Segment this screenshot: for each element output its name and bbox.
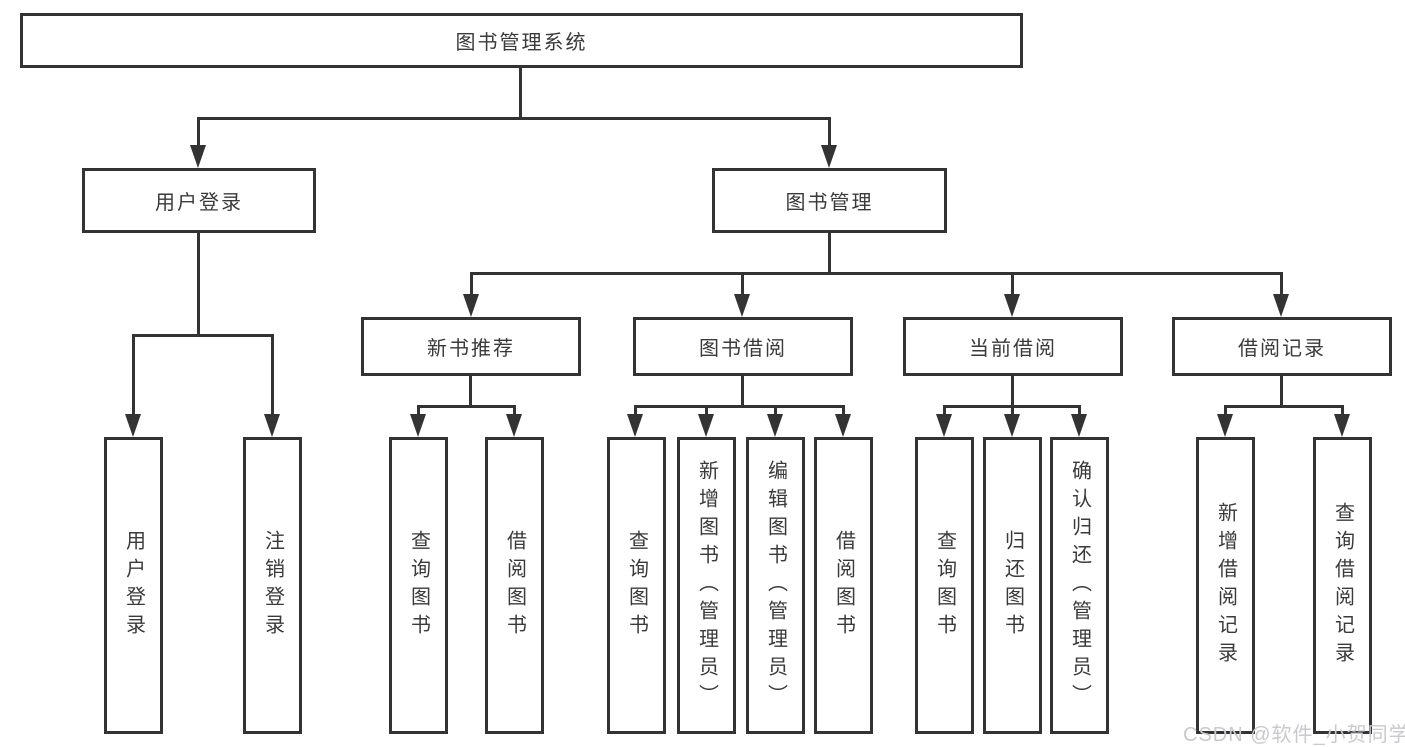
- arrowhead-icon: [734, 294, 750, 317]
- arrowhead-icon: [627, 414, 643, 437]
- connector-line: [470, 272, 1283, 275]
- node-leaf-confirm-return-admin: 确认归还（管理员）: [1050, 437, 1109, 734]
- arrowhead-icon: [821, 145, 837, 168]
- connector-line: [271, 334, 274, 416]
- node-label: 编辑图书（管理员）: [764, 459, 787, 712]
- node-label: 用户登录: [122, 529, 145, 642]
- arrowhead-icon: [767, 414, 783, 437]
- node-leaf-user-login: 用户登录: [104, 437, 163, 734]
- connector-line: [470, 272, 473, 296]
- connector-line: [634, 405, 845, 408]
- node-leaf-add-borrow-record: 新增借阅记录: [1196, 437, 1255, 734]
- connector-line: [1280, 376, 1283, 408]
- node-label: 新增图书（管理员）: [695, 459, 718, 712]
- node-label: 用户登录: [155, 192, 243, 214]
- arrowhead-icon: [506, 414, 522, 437]
- connector-line: [1341, 405, 1344, 417]
- connector-line: [1224, 405, 1344, 408]
- node-book-borrow: 图书借阅: [633, 317, 853, 376]
- arrowhead-icon: [410, 414, 426, 437]
- connector-line: [1011, 405, 1014, 417]
- connector-line: [417, 405, 420, 417]
- connector-line: [197, 233, 200, 337]
- node-label: 图书管理: [785, 192, 874, 214]
- node-label: 查询图书: [407, 529, 430, 642]
- arrowhead-icon: [463, 294, 479, 317]
- node-user-login: 用户登录: [82, 168, 316, 233]
- connector-line: [741, 376, 744, 408]
- connector-line: [519, 67, 522, 117]
- connector-line: [774, 405, 777, 417]
- connector-line: [943, 405, 946, 417]
- node-leaf-borrow-books: 借阅图书: [814, 437, 873, 734]
- connector-line: [1078, 405, 1081, 417]
- node-leaf-query-books: 查询图书: [915, 437, 974, 734]
- connector-line: [1280, 272, 1283, 296]
- node-label: 图书管理系统: [455, 32, 588, 54]
- connector-line: [469, 376, 472, 408]
- connector-line: [1011, 272, 1014, 296]
- connector-line: [828, 117, 831, 147]
- connector-line: [132, 334, 135, 416]
- node-new-book-recommend: 新书推荐: [361, 317, 581, 376]
- connector-line: [513, 405, 516, 417]
- node-label: 新增借阅记录: [1214, 501, 1237, 670]
- node-label: 确认归还（管理员）: [1068, 459, 1091, 712]
- arrowhead-icon: [1004, 294, 1020, 317]
- node-label: 归还图书: [1001, 529, 1024, 642]
- arrowhead-icon: [1334, 414, 1350, 437]
- node-leaf-edit-books-admin: 编辑图书（管理员）: [746, 437, 805, 734]
- node-label: 借阅记录: [1238, 338, 1326, 360]
- node-leaf-query-books: 查询图书: [389, 437, 448, 734]
- connector-line: [741, 272, 744, 296]
- node-label: 借阅图书: [832, 529, 855, 642]
- node-label: 借阅图书: [503, 529, 526, 642]
- node-leaf-borrow-books: 借阅图书: [485, 437, 544, 734]
- node-label: 查询借阅记录: [1331, 501, 1354, 670]
- arrowhead-icon: [1071, 414, 1087, 437]
- connector-line: [197, 117, 200, 147]
- node-borrow-records: 借阅记录: [1172, 317, 1392, 376]
- node-library-management-system: 图书管理系统: [20, 13, 1023, 68]
- node-label: 当前借阅: [969, 338, 1057, 360]
- node-label: 新书推荐: [427, 338, 515, 360]
- node-label: 图书借阅: [699, 338, 787, 360]
- arrowhead-icon: [936, 414, 952, 437]
- arrowhead-icon: [125, 414, 141, 437]
- arrowhead-icon: [1217, 414, 1233, 437]
- arrowhead-icon: [1273, 294, 1289, 317]
- node-label: 查询图书: [933, 529, 956, 642]
- connector-line: [828, 233, 831, 274]
- connector-line: [634, 405, 637, 417]
- csdn-watermark: CSDN @软件_小贺同学: [1183, 724, 1405, 746]
- node-leaf-add-books-admin: 新增图书（管理员）: [677, 437, 736, 734]
- arrowhead-icon: [835, 414, 851, 437]
- arrowhead-icon: [698, 414, 714, 437]
- connector-line: [417, 405, 516, 408]
- node-label: 注销登录: [261, 529, 284, 642]
- node-leaf-query-books: 查询图书: [607, 437, 666, 734]
- connector-line: [132, 334, 274, 337]
- connector-line: [197, 117, 831, 120]
- node-book-management: 图书管理: [712, 168, 947, 233]
- connector-line: [842, 405, 845, 417]
- node-label: 查询图书: [625, 529, 648, 642]
- arrowhead-icon: [264, 414, 280, 437]
- arrowhead-icon: [190, 145, 206, 168]
- connector-line: [1224, 405, 1227, 417]
- node-leaf-logout: 注销登录: [243, 437, 302, 734]
- node-leaf-query-borrow-record: 查询借阅记录: [1313, 437, 1372, 734]
- connector-line: [1011, 376, 1014, 408]
- node-current-borrow: 当前借阅: [903, 317, 1123, 376]
- node-leaf-return-books: 归还图书: [983, 437, 1042, 734]
- arrowhead-icon: [1004, 414, 1020, 437]
- connector-line: [705, 405, 708, 417]
